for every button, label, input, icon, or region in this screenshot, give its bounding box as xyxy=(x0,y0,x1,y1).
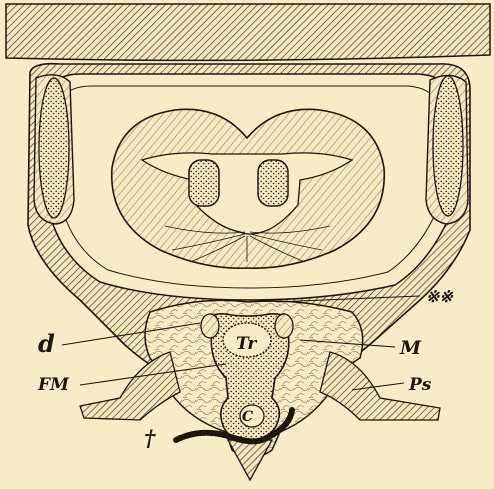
left-lateral-organ xyxy=(34,75,74,224)
label-d: d xyxy=(38,329,55,358)
label-dagger: † xyxy=(144,426,156,452)
label-tr: Tr xyxy=(236,334,257,354)
label-c: C xyxy=(242,409,253,425)
label-asterisks: ※※ xyxy=(426,287,453,306)
top-wall-band xyxy=(6,4,490,60)
right-lateral-organ xyxy=(426,75,468,224)
label-fm: FM xyxy=(37,375,70,395)
label-m: M xyxy=(399,337,422,359)
label-ps: Ps xyxy=(408,375,432,395)
